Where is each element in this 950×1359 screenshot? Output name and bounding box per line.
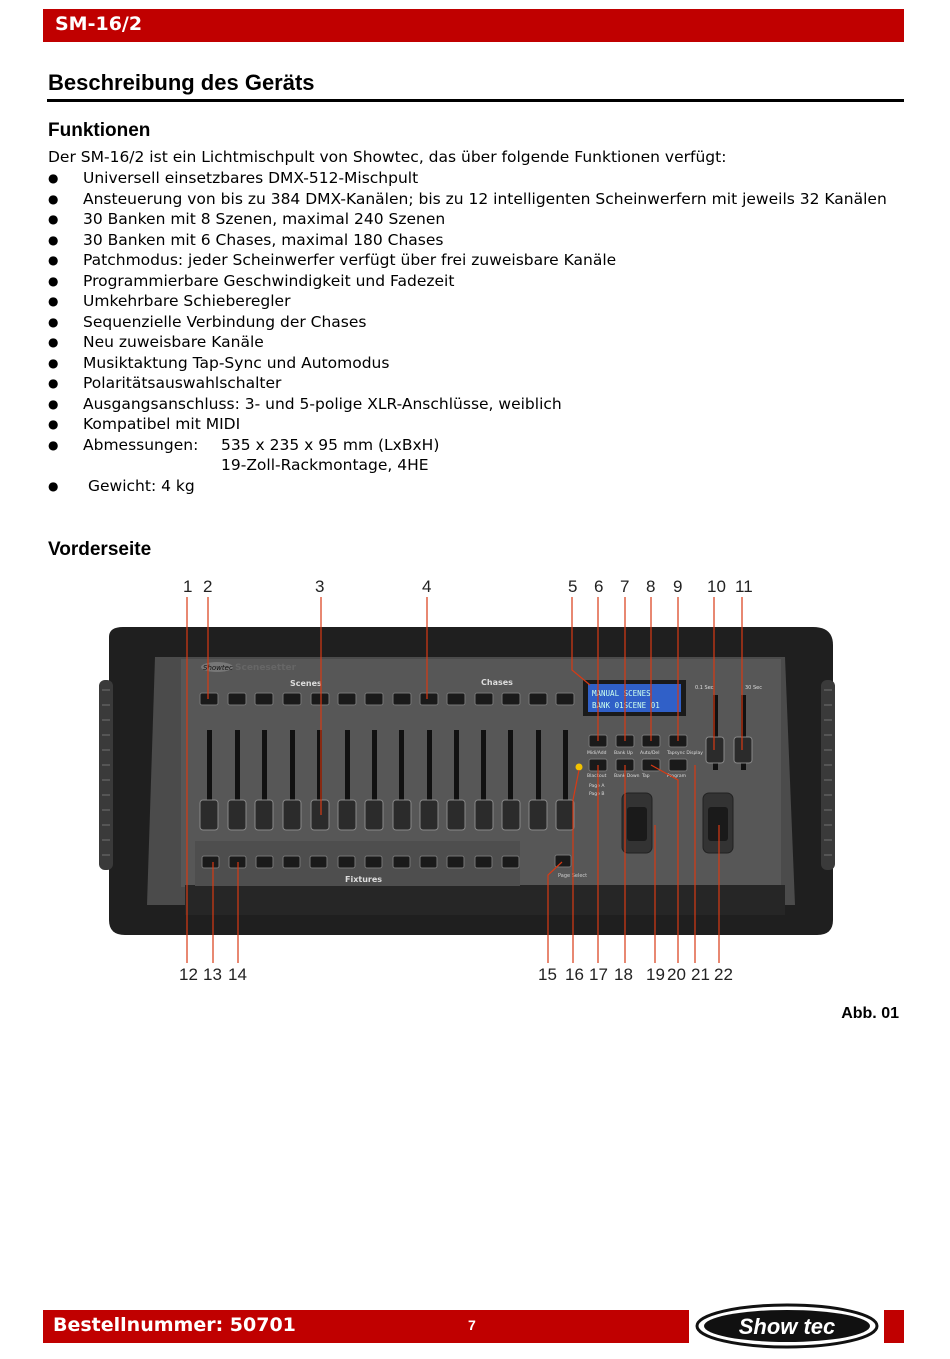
functions-heading: Funktionen — [48, 120, 151, 141]
callout-7: 7 — [620, 577, 629, 596]
svg-text:BANK 01SCENE 01: BANK 01SCENE 01 — [592, 701, 660, 710]
chases-label: Chases — [481, 678, 513, 687]
callout-14: 14 — [228, 965, 247, 984]
callout-5: 5 — [568, 577, 577, 596]
dimensions-value: 535 x 235 x 95 mm (LxBxH) — [221, 435, 440, 454]
feature-item: ●30 Banken mit 6 Chases, maximal 180 Cha… — [48, 230, 444, 249]
callout-6: 6 — [594, 577, 603, 596]
callout-17: 17 — [589, 965, 608, 984]
feature-item: ●Patchmodus: jeder Scheinwerfer verfügt … — [48, 251, 617, 269]
callout-11: 11 — [735, 577, 753, 596]
svg-text:0.1 Sec: 0.1 Sec — [695, 685, 714, 691]
feature-item: ●Universell einsetzbares DMX-512-Mischpu… — [48, 169, 419, 187]
callout-10: 10 — [707, 577, 726, 596]
feature-item-weight: ●Gewicht: 4 kg — [48, 476, 195, 495]
callout-19: 19 — [646, 965, 665, 984]
feature-list: ●Universell einsetzbares DMX-512-Mischpu… — [48, 168, 887, 496]
feature-item: ●Ansteuerung von bis zu 384 DMX-Kanälen;… — [48, 189, 887, 208]
functions-intro: Der SM-16/2 ist ein Lichtmischpult von S… — [48, 148, 727, 166]
callout-16: 16 — [565, 965, 584, 984]
callout-20: 20 — [667, 965, 686, 984]
feature-item: ●Sequenzielle Verbindung der Chases — [48, 312, 367, 331]
feature-item-dimensions: ●Abmessungen:535 x 235 x 95 mm (LxBxH) — [48, 435, 440, 454]
figure-caption: Abb. 01 — [841, 1005, 899, 1022]
feature-item: ●30 Banken mit 8 Szenen, maximal 240 Sze… — [48, 210, 446, 228]
callout-18: 18 — [614, 965, 633, 984]
callout-3: 3 — [315, 577, 324, 596]
header-model: SM-16/2 — [55, 13, 143, 35]
scenes-label: Scenes — [290, 679, 322, 688]
page-number: 7 — [468, 1317, 476, 1333]
feature-item: ●Neu zuweisbare Kanäle — [48, 333, 264, 351]
callout-4: 4 — [422, 577, 431, 596]
svg-text:Bank Down: Bank Down — [614, 773, 640, 779]
svg-text:30 Sec: 30 Sec — [745, 685, 762, 691]
callout-9: 9 — [673, 577, 682, 596]
status-led — [575, 763, 583, 771]
svg-text:Bank Up: Bank Up — [614, 750, 633, 756]
svg-text:Show tec: Show tec — [739, 1314, 836, 1339]
dimensions-label: Abmessungen: — [83, 435, 199, 454]
svg-text:Program: Program — [667, 773, 686, 779]
fixtures-label: Fixtures — [345, 875, 382, 884]
svg-text:Page A: Page A — [589, 783, 605, 789]
feature-item: ●Kompatibel mit MIDI — [48, 415, 241, 433]
feature-item: ●Ausgangsanschluss: 3- und 5-polige XLR-… — [48, 394, 562, 413]
dimensions-continuation: 19-Zoll-Rackmontage, 4HE — [221, 456, 429, 474]
callout-12: 12 — [179, 965, 198, 984]
feature-item: ●Programmierbare Geschwindigkeit und Fad… — [48, 271, 455, 290]
feature-item: ●Musiktaktung Tap-Sync und Automodus — [48, 353, 390, 372]
callout-lines — [186, 597, 743, 963]
svg-text:MANUAL SCENES: MANUAL SCENES — [592, 689, 651, 698]
callout-1: 1 — [183, 577, 192, 596]
svg-text:Auto/Del: Auto/Del — [640, 750, 659, 756]
svg-text:Tapsync Display: Tapsync Display — [666, 750, 703, 756]
footer-accent — [884, 1310, 904, 1343]
callout-22: 22 — [714, 965, 733, 984]
svg-text:Scenesetter: Scenesetter — [235, 663, 297, 673]
section-rule — [47, 99, 904, 102]
svg-text:Blackout: Blackout — [587, 773, 607, 779]
feature-item: ●Polaritätsauswahlschalter — [48, 374, 282, 392]
section-title: Beschreibung des Geräts — [48, 70, 315, 95]
front-heading: Vorderseite — [48, 539, 152, 560]
showtec-logo: Show tec — [695, 1303, 879, 1349]
svg-text:Showtec: Showtec — [203, 664, 233, 672]
feature-item: ●Umkehrbare Schieberegler — [48, 292, 291, 310]
footer-bar: Bestellnummer: 50701 7 — [43, 1310, 689, 1343]
header-bar: SM-16/2 — [43, 9, 904, 42]
front-panel-figure: 1 2 3 4 5 6 7 8 9 10 11 Showtec Sceneset… — [99, 577, 835, 984]
callout-15: 15 — [538, 965, 557, 984]
svg-text:Page B: Page B — [589, 791, 604, 797]
callout-8: 8 — [646, 577, 655, 596]
svg-text:Tap: Tap — [641, 773, 650, 779]
callout-2: 2 — [203, 577, 212, 596]
order-number: Bestellnummer: 50701 — [53, 1314, 296, 1336]
callout-21: 21 — [691, 965, 710, 984]
brand-logo — [201, 662, 233, 672]
lcd-display — [588, 684, 681, 712]
callout-13: 13 — [203, 965, 222, 984]
svg-text:Midi/Add: Midi/Add — [587, 750, 607, 756]
